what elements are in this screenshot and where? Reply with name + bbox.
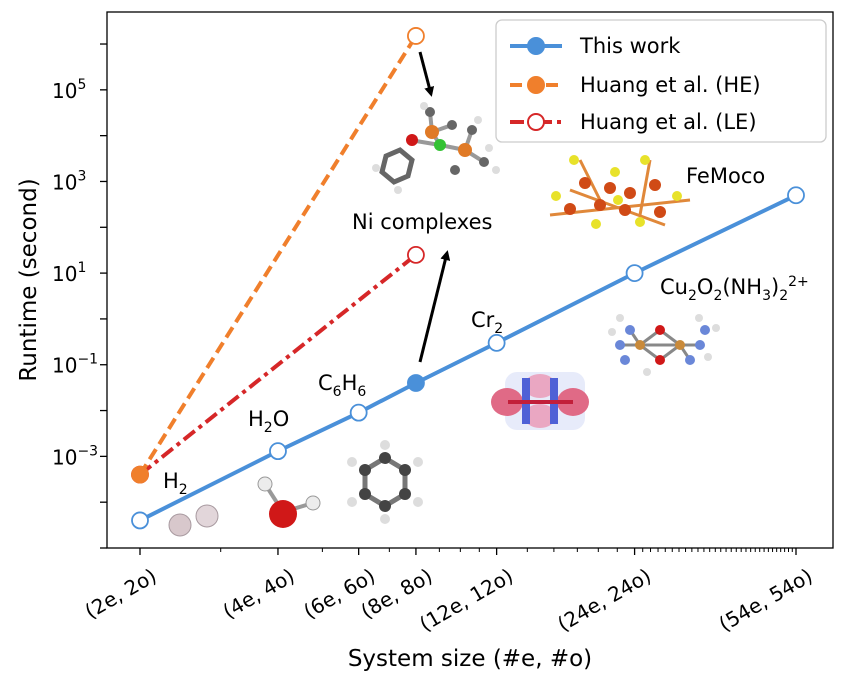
y-tick-label: 10−3 <box>52 443 98 469</box>
y-tick-label: 101 <box>52 260 86 286</box>
h2o-label: H2O <box>248 407 289 436</box>
c6h6-label: C6H6 <box>318 371 366 400</box>
legend-entry-huang-le: Huang et al. (LE) <box>580 110 757 134</box>
data-point <box>787 186 805 205</box>
series-line <box>138 253 418 477</box>
cu2o2-label: Cu2O2(NH3)22+ <box>660 274 809 304</box>
x-tick-label: (4e, 4o) <box>219 564 299 624</box>
legend-marker <box>527 113 545 131</box>
series-line <box>138 34 418 476</box>
data-point <box>407 374 425 392</box>
x-axis-label: System size (#e, #o) <box>348 646 592 672</box>
legend-entry-huang-he: Huang et al. (HE) <box>580 73 761 97</box>
h2-molecule-icon <box>168 504 219 537</box>
data-point <box>487 333 506 352</box>
data-point <box>269 442 287 461</box>
ni-complex-arrow <box>418 250 451 363</box>
y-tick-label: 10−1 <box>52 352 98 378</box>
series-line <box>139 193 797 523</box>
h2-label: H2 <box>163 469 188 498</box>
y-tick-label: 105 <box>52 77 86 103</box>
benzene-molecule-icon <box>347 440 423 524</box>
water-molecule-icon <box>257 476 321 528</box>
data-point <box>407 245 425 264</box>
x-tick-label: (24e, 24o) <box>553 564 655 637</box>
nickel-complex-icon <box>372 102 500 194</box>
y-axis-label: Runtime (second) <box>16 178 42 381</box>
he-point-arrow <box>418 51 435 97</box>
data-point <box>349 403 368 422</box>
cr2-label: Cr2 <box>471 308 503 337</box>
data-point <box>131 511 149 530</box>
data-point <box>407 27 425 45</box>
legend-marker <box>527 37 545 55</box>
femoco-label: FeMoco <box>686 164 765 188</box>
legend-marker <box>527 76 545 94</box>
legend: This work Huang et al. (HE) Huang et al.… <box>495 19 827 143</box>
data-point <box>131 465 149 484</box>
y-tick-label: 103 <box>52 168 86 194</box>
legend-entry-this-work: This work <box>579 34 681 58</box>
femoco-cluster-icon <box>549 155 691 229</box>
cr2-orbital-icon <box>491 372 589 430</box>
x-tick-label: (54e, 54o) <box>715 564 817 637</box>
copper-complex-icon <box>608 314 720 376</box>
ni-complexes-label: Ni complexes <box>352 210 492 234</box>
plot-area <box>106 11 834 549</box>
x-tick-label: (2e, 2o) <box>81 564 161 624</box>
data-point <box>625 264 644 283</box>
series-layer <box>131 27 805 530</box>
